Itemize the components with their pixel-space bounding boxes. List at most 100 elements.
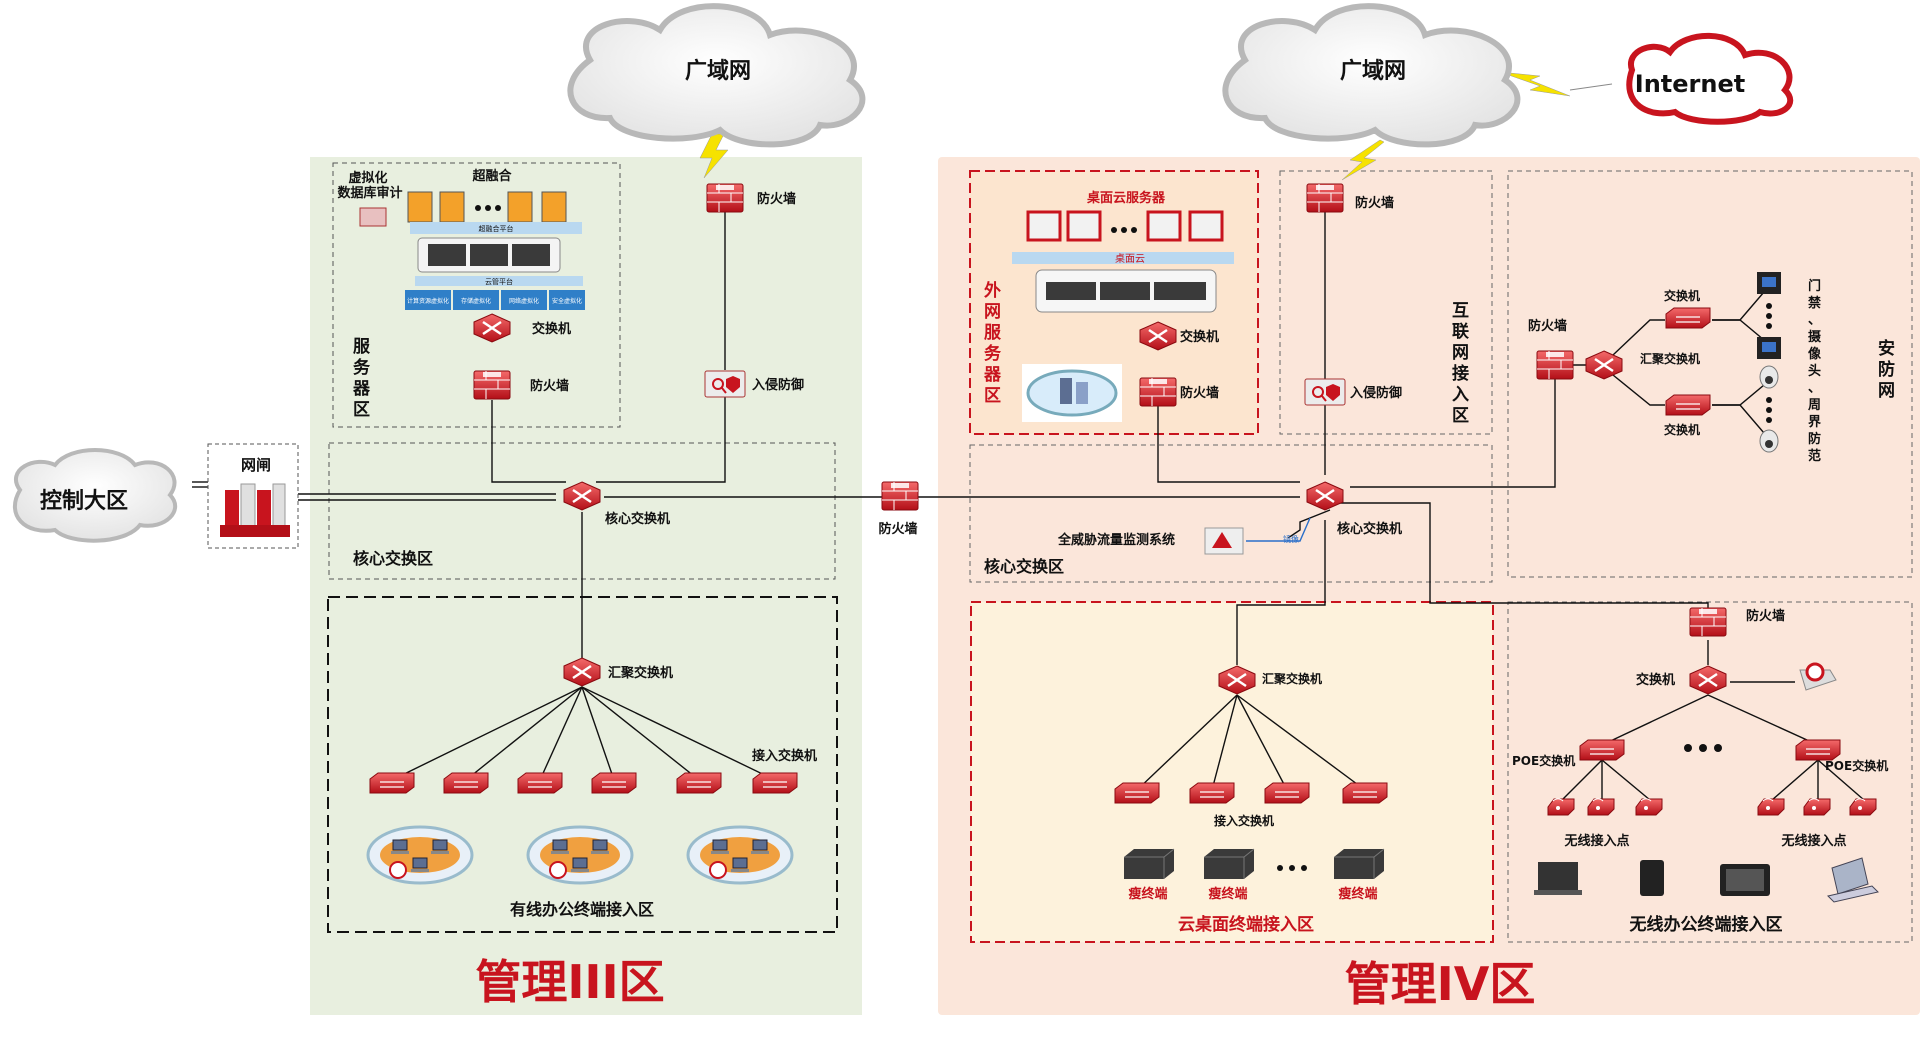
- inet-firewall-icon: [1306, 183, 1344, 213]
- vdi-zone-label: 云桌面终端接入区: [1178, 914, 1314, 935]
- svg-text:服: 服: [984, 323, 1002, 343]
- gatekeeper-icon: [220, 483, 290, 537]
- thin-label-2: 瘦终端: [1208, 886, 1247, 902]
- sec-devices-label: 门 禁 、 摄 像 头 、 周 界 防 范: [1808, 278, 1822, 464]
- connection-lines: [192, 210, 1865, 801]
- thin-label-3: 瘦终端: [1338, 886, 1377, 902]
- svg-text:网: 网: [1452, 343, 1469, 363]
- inet-ips-label: 入侵防御: [1350, 385, 1402, 401]
- inet-zone-box: [1279, 170, 1493, 435]
- svg-text:安: 安: [1878, 338, 1895, 359]
- server-firewall-icon: [473, 370, 511, 400]
- top-firewall-icon: [706, 183, 744, 213]
- svg-text:接: 接: [1452, 363, 1469, 384]
- camera-icons: [1759, 365, 1779, 453]
- svg-text:门: 门: [1808, 278, 1821, 294]
- db-audit-icon: [359, 207, 387, 227]
- zone4-title: 管理IV区: [1345, 957, 1536, 1011]
- svg-text:网: 网: [984, 302, 1001, 322]
- hyper-platform-band: [410, 222, 582, 234]
- svg-text:像: 像: [1808, 346, 1822, 362]
- svg-text:外: 外: [984, 280, 1001, 301]
- sec-firewall-icon: [1536, 350, 1574, 380]
- access-switch3-label: 接入交换机: [752, 748, 817, 764]
- virt-item-4: 安全虚拟化: [552, 297, 582, 305]
- svg-text:摄: 摄: [1808, 329, 1822, 345]
- svg-text:区: 区: [353, 400, 370, 420]
- svg-text:禁: 禁: [1808, 295, 1821, 311]
- vdi-access-label: 接入交换机: [1214, 813, 1274, 828]
- virt-item-3: 网络虚拟化: [509, 297, 539, 305]
- ap-right-label: 无线接入点: [1780, 833, 1846, 849]
- svg-text:防: 防: [1808, 431, 1821, 447]
- core-zone3-label: 核心交换区: [353, 549, 433, 568]
- wl-firewall-icon: [1689, 607, 1727, 637]
- virt-audit-label-2: 数据库审计: [337, 185, 402, 201]
- poe-right-icon: [1795, 739, 1841, 761]
- core-zone4-box: [969, 444, 1493, 583]
- svg-text:周: 周: [1808, 398, 1821, 413]
- svg-text:器: 器: [983, 365, 1002, 385]
- svg-text:范: 范: [1808, 448, 1821, 464]
- desktop-server-icons: [1026, 210, 1224, 242]
- zone3-background: [310, 157, 862, 1015]
- security-zone-box: [1507, 170, 1913, 578]
- svg-text:、: 、: [1808, 381, 1821, 396]
- server-zone-box: [332, 162, 621, 428]
- wireless-terminal-icons: [1534, 857, 1879, 903]
- lightning-icon: [1499, 71, 1571, 97]
- sec-switch-bottom-label: 交换机: [1664, 422, 1700, 437]
- svg-text:网: 网: [1878, 381, 1895, 401]
- desktop-cloud-band: [1012, 252, 1234, 264]
- sec-firewall-label: 防火墙: [1528, 318, 1567, 334]
- agg-switch3-label: 汇聚交换机: [608, 665, 673, 681]
- hyper-server-icons: [407, 191, 567, 223]
- wan-cloud-right: [1222, 3, 1521, 148]
- desktop-cloud-label: 桌面云: [1115, 252, 1145, 265]
- wl-zone-label: 无线办公终端接入区: [1629, 914, 1783, 935]
- svg-text:区: 区: [1452, 406, 1469, 426]
- poe-left-label: POE交换机: [1512, 753, 1575, 768]
- sec-switch-top-icon: [1665, 307, 1711, 329]
- svg-text:务: 务: [353, 357, 371, 378]
- svg-text:、: 、: [1808, 313, 1821, 328]
- sec-zone-label: 安 防 网: [1878, 338, 1895, 401]
- core-switch3-label: 核心交换机: [605, 511, 670, 527]
- server-firewall-label: 防火墙: [530, 378, 569, 394]
- lightning-icon: [699, 133, 729, 179]
- inet-ips-icon: [1304, 378, 1346, 406]
- threat-monitor-icon: [1204, 527, 1244, 555]
- ext-firewall-icon: [1139, 377, 1177, 407]
- ips-icon: [704, 370, 746, 398]
- mirror-label: 镜像: [1283, 534, 1299, 544]
- svg-text:联: 联: [1452, 322, 1469, 342]
- wireless-zone-box: [1507, 601, 1913, 943]
- ips-label: 入侵防御: [752, 377, 804, 393]
- lightning-icon: [1341, 139, 1385, 181]
- wired-zone-label: 有线办公终端接入区: [510, 900, 654, 919]
- control-zone-label: 控制大区: [40, 488, 128, 514]
- sec-switch-top-label: 交换机: [1664, 288, 1700, 303]
- virt-items-band: [405, 290, 585, 310]
- access-control-icons: [1757, 272, 1781, 359]
- ext-firewall-label: 防火墙: [1180, 385, 1219, 401]
- virt-item-2: 存储虚拟化: [461, 297, 491, 305]
- cloud-mgmt-label: 云管平台: [485, 277, 513, 286]
- svg-text:互: 互: [1452, 301, 1469, 321]
- ap-left-label: 无线接入点: [1563, 833, 1629, 849]
- ext-server-zone-label: 外 网 服 务 器 区: [983, 280, 1002, 406]
- vdi-zone-box: [970, 601, 1494, 943]
- internet-cloud: [1626, 32, 1794, 125]
- poe-right-label: POE交换机: [1825, 758, 1888, 773]
- internet-label: Internet: [1635, 70, 1745, 98]
- poe-left-icon: [1579, 739, 1625, 761]
- server-zone-label: 服 务 器 区: [352, 337, 371, 420]
- wired-terminal-clouds: [366, 825, 794, 885]
- control-zone-cloud: [13, 448, 178, 543]
- hyper-label: 超融合: [472, 168, 512, 184]
- inet-firewall-label: 防火墙: [1355, 195, 1394, 211]
- inet-zone-label: 互 联 网 接 入 区: [1452, 301, 1469, 426]
- thin-label-1: 瘦终端: [1128, 886, 1167, 902]
- zone3-title: 管理III区: [475, 955, 664, 1009]
- sec-agg-label: 汇聚交换机: [1640, 351, 1700, 366]
